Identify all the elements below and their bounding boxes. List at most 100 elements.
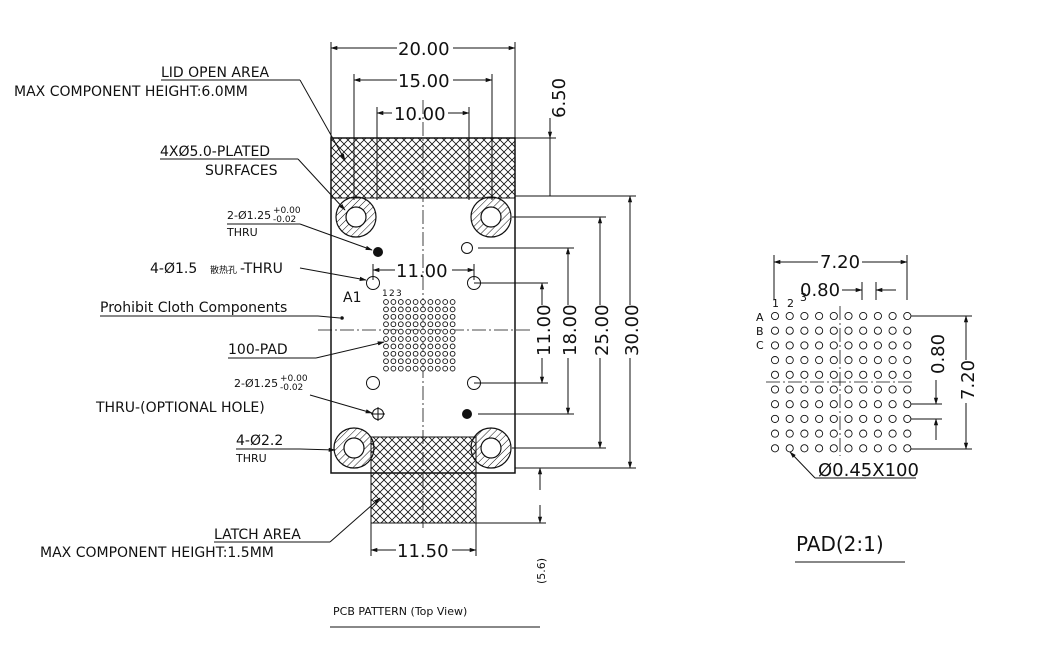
pad (888, 429, 897, 438)
pad (412, 365, 419, 372)
pad (815, 444, 824, 453)
pad (888, 356, 897, 365)
pad (405, 328, 412, 335)
main-grid-col-label-2: 2 (389, 289, 395, 299)
hole15-cn-label: 散热孔 (210, 264, 237, 276)
dim-h11-text: 11.00 (396, 261, 448, 282)
pad (770, 311, 780, 321)
pad (397, 299, 404, 305)
a1-label: A1 (343, 290, 361, 306)
pad (888, 444, 897, 453)
dim-56-text: (5.6) (535, 558, 548, 584)
pad (903, 385, 912, 394)
pad (442, 365, 449, 372)
pad (815, 341, 824, 350)
pad (427, 328, 434, 335)
pad (442, 350, 449, 357)
pad (405, 350, 412, 357)
pad (844, 356, 853, 365)
pad (873, 400, 882, 409)
hole125-label: 2-Ø1.25 (227, 209, 271, 222)
pad (412, 358, 419, 365)
pad (449, 299, 456, 305)
dim-v30: 30.00 (515, 195, 643, 469)
pad (800, 414, 809, 423)
hole15-thru: -THRU (240, 261, 283, 277)
pad (420, 336, 426, 342)
pad (829, 414, 838, 423)
hole22-label: 4-Ø2.2 (236, 433, 283, 449)
pad-v080-text: 0.80 (928, 334, 949, 374)
dim-15-text: 15.00 (398, 71, 450, 92)
plated-surfaces-label-1: 4XØ5.0-PLATED (160, 144, 270, 160)
main-grid-col-label-1: 1 (382, 289, 388, 299)
pad (442, 343, 449, 350)
pad (829, 429, 838, 438)
pad (785, 326, 794, 335)
pad (770, 356, 780, 365)
pad-col-label-1: 1 (772, 297, 779, 310)
dim-v30-text: 30.00 (622, 304, 643, 356)
pad (770, 414, 780, 423)
pad (412, 328, 419, 335)
pad (844, 429, 853, 438)
pad (420, 313, 426, 320)
pad-row-label-b: B (756, 325, 764, 338)
pad (412, 343, 419, 350)
dim-10: 10.00 (376, 104, 470, 200)
pad (434, 299, 441, 305)
pad (397, 358, 404, 365)
pad (383, 350, 389, 357)
pad (829, 444, 838, 453)
pad (390, 321, 397, 328)
pad (390, 336, 397, 342)
dim-1150-text: 11.50 (397, 541, 449, 562)
hole125-tol-plus: +0.00 (273, 206, 301, 216)
pad (844, 400, 853, 409)
pad (383, 328, 389, 335)
pad (903, 311, 912, 321)
pad (815, 311, 824, 321)
pad (859, 414, 868, 423)
pad (449, 358, 456, 365)
pad (815, 356, 824, 365)
dim-v25: 25.00 (512, 216, 613, 449)
pad (397, 306, 404, 313)
plated-surfaces-label-2: SURFACES (205, 163, 278, 179)
prohibit-label: Prohibit Cloth Components (100, 300, 287, 316)
pad (390, 365, 397, 372)
pad (427, 343, 434, 350)
pad (844, 444, 853, 453)
pad (903, 429, 912, 438)
pad (785, 356, 794, 365)
pad-col-label-2: 2 (787, 297, 794, 310)
pad (434, 358, 441, 365)
pad (383, 321, 389, 328)
heat-hole-bottom-left (366, 376, 380, 390)
plated-hole-bottom-left (333, 427, 375, 469)
plated-hole-top-left (335, 196, 377, 238)
hole22-thru: THRU (235, 452, 267, 465)
pad (844, 385, 853, 394)
pad (434, 306, 441, 313)
pad (800, 311, 809, 321)
pad (412, 321, 419, 328)
pad (800, 444, 809, 453)
pad (405, 321, 412, 328)
dim-h11: 11.00 (372, 261, 475, 282)
dim-v25-text: 25.00 (592, 304, 613, 356)
pad (442, 336, 449, 342)
pad (859, 400, 868, 409)
opt-hole-tol-plus: +0.00 (280, 374, 308, 384)
pad (800, 400, 809, 409)
pad (449, 328, 456, 335)
pad (449, 321, 456, 328)
pad (785, 444, 794, 453)
pad (785, 414, 794, 423)
pad (442, 313, 449, 320)
lid-open-area-label: LID OPEN AREA (161, 65, 270, 81)
pad (873, 414, 882, 423)
pad (434, 343, 441, 350)
pad (383, 358, 389, 365)
